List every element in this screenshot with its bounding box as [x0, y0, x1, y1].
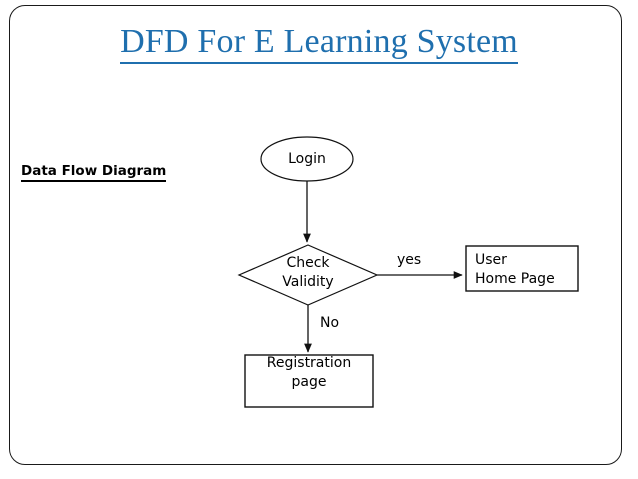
page-title-text: DFD For E Learning System: [120, 23, 518, 64]
node-registration-page-label: Registration page: [266, 355, 352, 390]
slide-frame: [9, 5, 622, 465]
node-check-validity-label: Check Validity: [282, 255, 334, 290]
section-label-text: Data Flow Diagram: [21, 163, 167, 182]
section-label: Data Flow Diagram: [21, 163, 167, 182]
page-title: DFD For E Learning System: [0, 22, 638, 64]
node-user-home-page-label: User Home Page: [475, 252, 555, 287]
edge-label-yes: yes: [397, 252, 422, 268]
edge-label-no: No: [320, 315, 340, 331]
node-login-label: Login: [288, 151, 326, 167]
